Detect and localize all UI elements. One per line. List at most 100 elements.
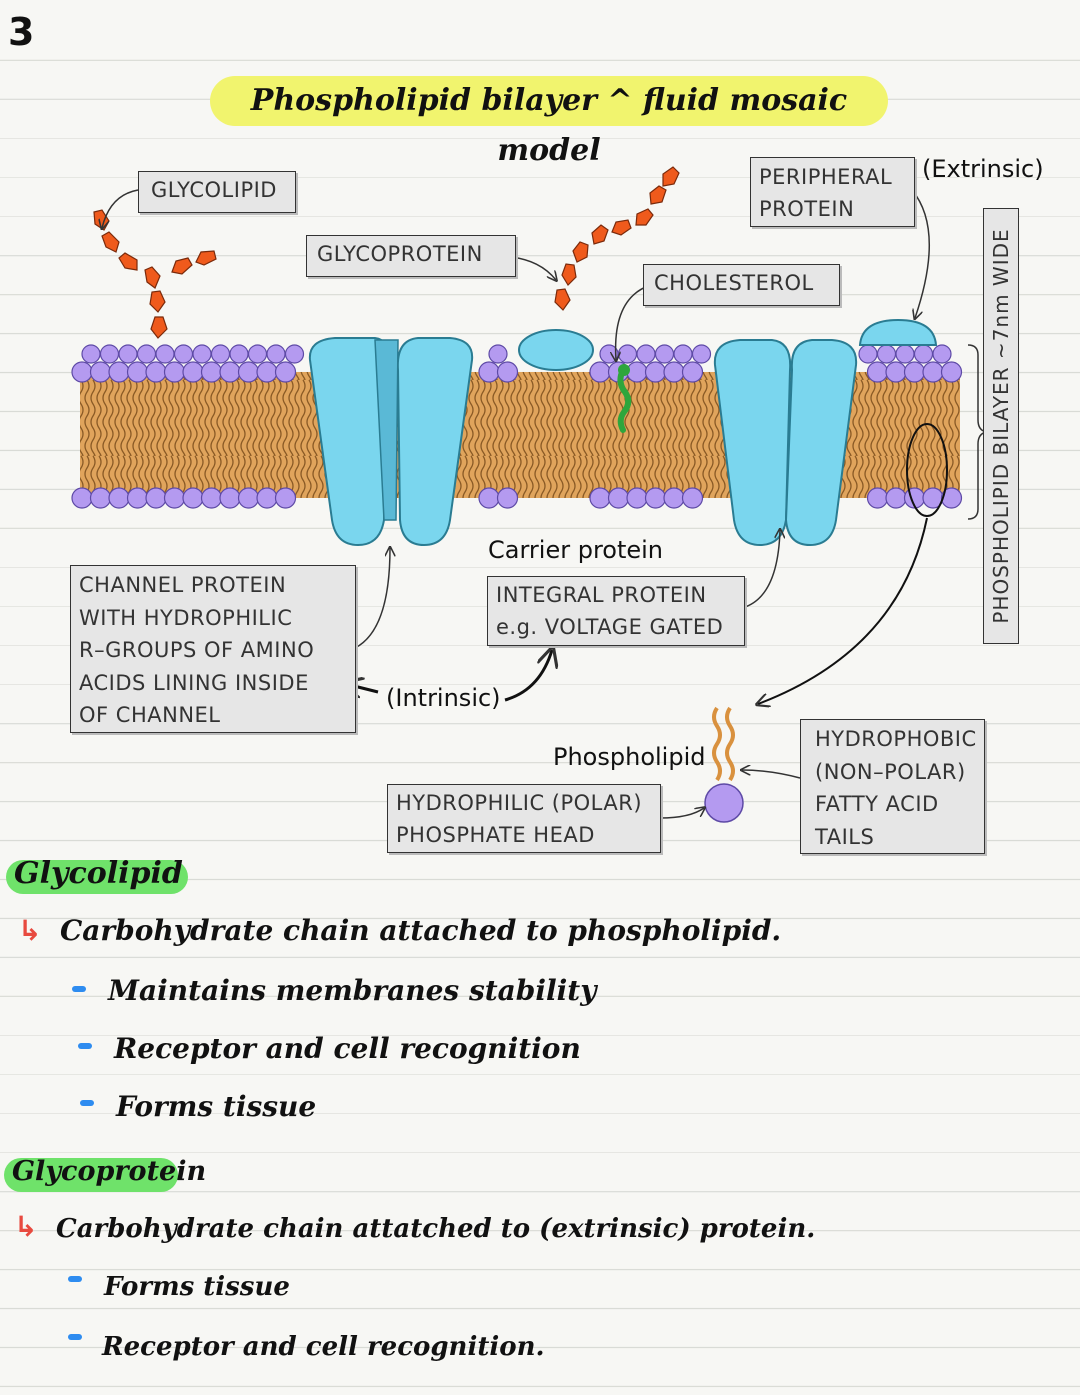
phospholipid-head [108, 361, 130, 383]
bullet-icon [80, 1100, 94, 1106]
phospholipid-head [589, 361, 611, 383]
phospholipid-head [673, 344, 693, 364]
phospholipid-head [478, 361, 500, 383]
phospholipid-head [71, 487, 93, 509]
phospholipid-head [229, 344, 249, 364]
glycolipid-definition: Carbohydrate chain attached to phospholi… [60, 914, 782, 947]
bullet-icon [72, 986, 86, 992]
phospholipid-head [488, 344, 508, 364]
phospholipid-head [607, 487, 630, 509]
phospholipid-head [866, 361, 889, 383]
glycolipid-carbohydrate-chain [93, 209, 217, 339]
label-integral-protein: INTEGRAL PROTEIN e.g. VOLTAGE GATED [487, 576, 745, 646]
peripheral-protein-shape [858, 318, 938, 346]
phospholipid-head [274, 487, 297, 509]
phospholipid-head [200, 361, 223, 383]
glycoprotein-protein-shape [518, 329, 594, 371]
label-hydrophilic-head: HYDROPHILIC (POLAR) PHOSPHATE HEAD [387, 784, 661, 853]
phospholipid-head [145, 487, 167, 509]
phospholipid-head [155, 344, 175, 364]
phospholipid-head [626, 361, 648, 383]
phospholipid-head [71, 361, 93, 383]
phospholipid-head [932, 344, 952, 364]
phospholipid-head [654, 344, 675, 364]
phospholipid-head [885, 361, 907, 383]
phospholipid-head [866, 487, 889, 509]
arrow-icon: ↳ [18, 914, 42, 947]
phospholipid-head [626, 487, 648, 509]
phospholipid-head [274, 361, 297, 383]
label-intrinsic: (Intrinsic) [386, 684, 501, 712]
phospholipid-head [210, 344, 231, 364]
phospholipid-head [256, 361, 278, 383]
phospholipid-head [163, 487, 186, 509]
bullet-icon [68, 1276, 82, 1282]
bullet-icon [78, 1043, 92, 1049]
label-extrinsic: (Extrinsic) [922, 155, 1044, 183]
phospholipid-head [691, 344, 712, 364]
phospholipid-head [496, 487, 519, 509]
phospholipid-head [99, 344, 120, 364]
page-title: Phospholipid bilayer ^ fluid mosaic mode… [210, 76, 888, 168]
glycoprotein-point-1: Forms tissue [104, 1272, 290, 1302]
phospholipid-head [589, 487, 611, 509]
phospholipid-heads-bottom [71, 487, 963, 509]
label-bilayer-width: PHOSPHOLIPID BILAYER ~7nm WIDE [983, 208, 1019, 644]
phospholipid-head [478, 487, 500, 509]
phospholipid-head [644, 487, 667, 509]
phospholipid-head [163, 361, 186, 383]
phospholipid-head [108, 487, 130, 509]
glycolipid-point-1: Maintains membranes stability [108, 974, 597, 1007]
phospholipid-head [681, 487, 704, 509]
label-hydrophobic-tails: HYDROPHOBIC (NON–POLAR) FATTY ACID TAILS [800, 719, 985, 854]
phospholipid-head [200, 487, 223, 509]
phospholipid-head [636, 344, 656, 364]
phospholipid-head [663, 361, 685, 383]
phospholipid-head [219, 487, 241, 509]
phospholipid-head [284, 344, 305, 364]
label-glycolipid: GLYCOLIPID [138, 171, 296, 213]
glycoprotein-definition: Carbohydrate chain attatched to (extrins… [56, 1214, 816, 1244]
phospholipid-head [145, 361, 167, 383]
phospholipid-head [126, 361, 149, 383]
phospholipid-head [182, 361, 204, 383]
membrane-diagram [71, 166, 987, 823]
phospholipid-head [895, 344, 915, 364]
phospholipid-head [266, 344, 286, 364]
heading-glycolipid: Glycolipid [14, 856, 183, 891]
phospholipid-head [192, 344, 212, 364]
phospholipid-head [876, 344, 897, 364]
single-phospholipid [704, 706, 744, 823]
phospholipid-head [126, 487, 149, 509]
label-peripheral-protein: PERIPHERAL PROTEIN [750, 157, 915, 227]
phospholipid-head [940, 361, 963, 383]
phospholipid-head [256, 487, 278, 509]
heading-glycoprotein: Glycoprotein [12, 1156, 207, 1187]
glycolipid-point-2: Receptor and cell recognition [114, 1032, 581, 1065]
phospholipid-head [81, 344, 101, 364]
phospholipid-head [136, 344, 157, 364]
phospholipid-head [237, 487, 260, 509]
phospholipid-head [237, 361, 260, 383]
bullet-icon [68, 1334, 82, 1340]
label-cholesterol: CHOLESTEROL [643, 264, 840, 306]
glycoprotein-point-2: Receptor and cell recognition. [102, 1332, 545, 1362]
phospholipid-head [247, 344, 268, 364]
phospholipid-head [681, 361, 704, 383]
phospholipid-heads-top [71, 344, 963, 383]
phospholipid-head [885, 487, 907, 509]
phospholipid-head [913, 344, 934, 364]
phospholipid-head [118, 344, 138, 364]
glycolipid-point-3: Forms tissue [116, 1090, 317, 1123]
carrier-protein-shape [713, 339, 858, 547]
phospholipid-head [617, 344, 638, 364]
channel-protein-shape [308, 337, 474, 547]
phospholipid-head [922, 361, 944, 383]
page-number: 3 [8, 10, 35, 54]
label-carrier-protein: Carrier protein [488, 536, 664, 564]
phospholipid-head [903, 361, 926, 383]
label-glycoprotein: GLYCOPROTEIN [306, 235, 516, 277]
phospholipid-head [644, 361, 667, 383]
phospholipid-head [173, 344, 194, 364]
phospholipid-head [858, 344, 878, 364]
